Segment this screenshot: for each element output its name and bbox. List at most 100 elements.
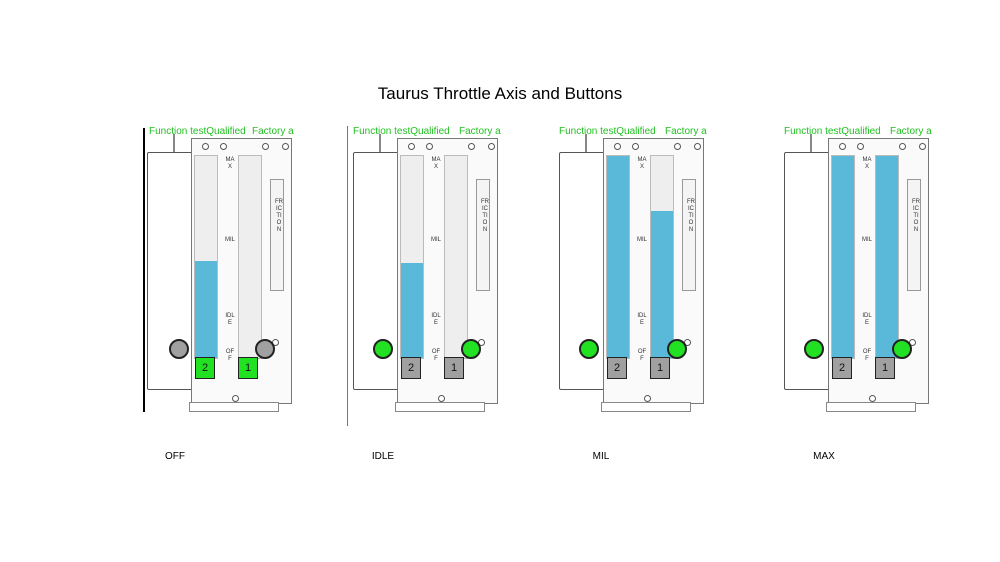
screw-icon xyxy=(644,395,651,402)
throttle-frame: MAX MIL IDLE OFF FRICTION 2 1 xyxy=(603,138,704,404)
throttle-axis-right[interactable] xyxy=(238,155,262,359)
button-1[interactable]: 1 xyxy=(444,357,464,379)
scale-label: IDLE xyxy=(431,313,441,326)
scale-label: MIL xyxy=(431,237,442,243)
screw-icon xyxy=(614,143,621,150)
state-caption: IDLE xyxy=(371,451,395,462)
throttle-axis-left[interactable] xyxy=(606,155,630,359)
throttle-fill-left xyxy=(195,261,217,358)
throttle-scale: MAX MIL IDLE OFF xyxy=(637,153,647,373)
status-dot-left xyxy=(169,339,189,359)
throttle-panel-mil: Function testQualified Factory a MAX MIL IDL… xyxy=(553,122,713,422)
status-dot-left xyxy=(373,339,393,359)
panel-edge-line xyxy=(143,128,145,412)
throttle-axis-left[interactable] xyxy=(194,155,218,359)
throttle-axis-right[interactable] xyxy=(875,155,899,359)
screw-icon xyxy=(694,143,701,150)
scale-label: IDLE xyxy=(637,313,647,326)
screw-icon xyxy=(438,395,445,402)
screw-icon xyxy=(632,143,639,150)
state-caption: MAX xyxy=(813,451,835,462)
throttle-axis-left[interactable] xyxy=(400,155,424,359)
throttle-base xyxy=(395,402,485,412)
friction-rail xyxy=(270,179,284,291)
screw-icon xyxy=(426,143,433,150)
button-1[interactable]: 1 xyxy=(650,357,670,379)
scale-label: MAX xyxy=(431,157,441,170)
factory-label: Factory a xyxy=(252,126,294,137)
friction-rail xyxy=(476,179,490,291)
scale-label: MAX xyxy=(862,157,872,170)
button-2[interactable]: 2 xyxy=(195,357,215,379)
screw-icon xyxy=(232,395,239,402)
button-1[interactable]: 1 xyxy=(238,357,258,379)
screw-icon xyxy=(488,143,495,150)
throttle-panel-off: Function testQualified Factory a MAX MIL IDL… xyxy=(143,122,303,422)
throttle-base xyxy=(601,402,691,412)
scale-label: IDLE xyxy=(225,313,235,326)
friction-rail xyxy=(682,179,696,291)
housing-pin xyxy=(810,134,812,152)
screw-icon xyxy=(674,143,681,150)
friction-label: FRICTION xyxy=(481,199,489,233)
status-dot-left xyxy=(804,339,824,359)
throttle-fill-left xyxy=(607,156,629,358)
status-dot-right xyxy=(667,339,687,359)
throttle-axis-right[interactable] xyxy=(650,155,674,359)
button-2[interactable]: 2 xyxy=(401,357,421,379)
housing-pin xyxy=(585,134,587,152)
scale-label: OFF xyxy=(431,349,441,362)
housing-pin xyxy=(173,134,175,152)
screw-icon xyxy=(262,143,269,150)
throttle-fill-right xyxy=(651,210,673,358)
throttle-fill-left xyxy=(832,156,854,358)
throttle-scale: MAX MIL IDLE OFF xyxy=(431,153,441,373)
button-2[interactable]: 2 xyxy=(832,357,852,379)
button-1[interactable]: 1 xyxy=(875,357,895,379)
screw-icon xyxy=(220,143,227,150)
screw-icon xyxy=(919,143,926,150)
scale-label: MAX xyxy=(637,157,647,170)
throttle-axis-right[interactable] xyxy=(444,155,468,359)
status-dot-left xyxy=(579,339,599,359)
scale-label: MIL xyxy=(862,237,873,243)
friction-label: FRICTION xyxy=(275,199,283,233)
screw-icon xyxy=(202,143,209,150)
screw-icon xyxy=(857,143,864,150)
button-2[interactable]: 2 xyxy=(607,357,627,379)
screw-icon xyxy=(869,395,876,402)
screw-icon xyxy=(839,143,846,150)
housing-pin xyxy=(379,134,381,152)
panel-edge-line xyxy=(347,126,348,426)
scale-label: MIL xyxy=(225,237,236,243)
scale-label: MAX xyxy=(225,157,235,170)
screw-icon xyxy=(899,143,906,150)
friction-label: FRICTION xyxy=(687,199,695,233)
status-dot-right xyxy=(892,339,912,359)
state-caption: MIL xyxy=(592,451,610,462)
function-test-label: Function testQualified xyxy=(784,126,881,137)
factory-label: Factory a xyxy=(665,126,707,137)
throttle-axis-left[interactable] xyxy=(831,155,855,359)
function-test-label: Function testQualified xyxy=(149,126,246,137)
friction-rail xyxy=(907,179,921,291)
throttle-frame: MAX MIL IDLE OFF FRICTION 2 1 xyxy=(397,138,498,404)
throttle-base xyxy=(189,402,279,412)
scale-label: OFF xyxy=(637,349,647,362)
status-dot-right xyxy=(461,339,481,359)
factory-label: Factory a xyxy=(459,126,501,137)
friction-label: FRICTION xyxy=(912,199,920,233)
scale-label: OFF xyxy=(862,349,872,362)
scale-label: MIL xyxy=(637,237,648,243)
throttle-fill-right xyxy=(876,156,898,358)
throttle-fill-left xyxy=(401,263,423,358)
screw-icon xyxy=(282,143,289,150)
function-test-label: Function testQualified xyxy=(559,126,656,137)
factory-label: Factory a xyxy=(890,126,932,137)
screw-icon xyxy=(408,143,415,150)
